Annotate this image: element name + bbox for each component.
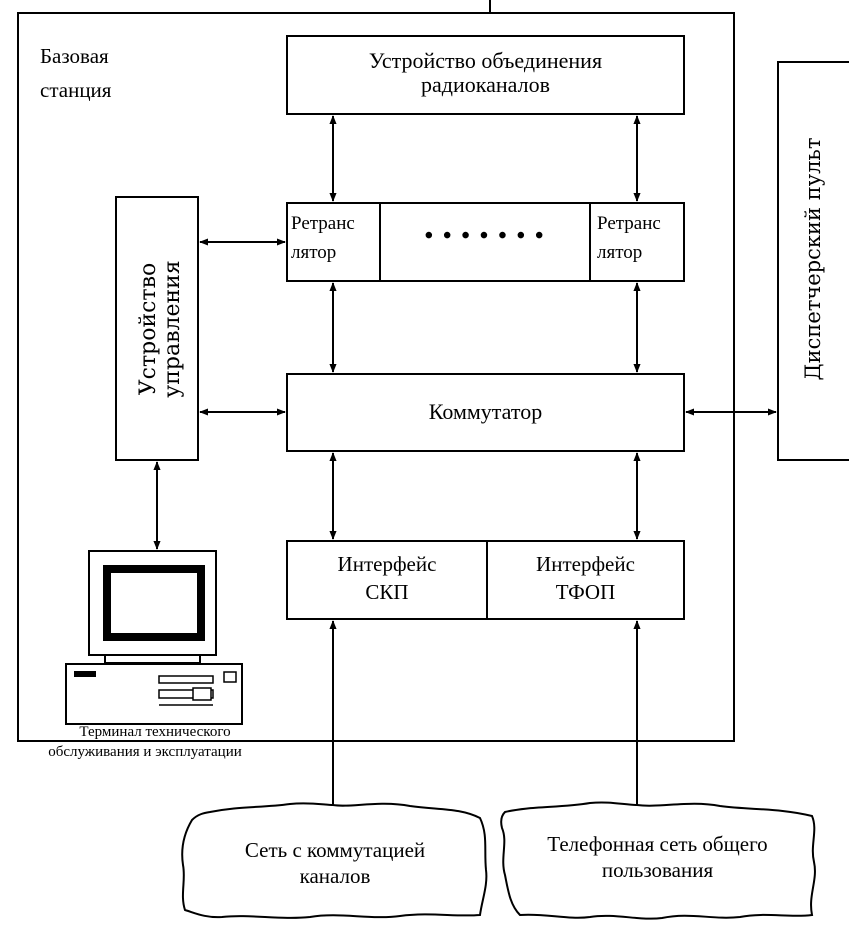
- network-circuit-line2: каналов: [299, 864, 371, 888]
- repeater-row-box: [286, 202, 685, 282]
- network-public-line1: Телефонная сеть общего: [547, 832, 768, 856]
- repeater-right-line1: Ретранс: [597, 213, 661, 234]
- dispatcher-label: Диспетчерский пульт: [801, 137, 825, 381]
- repeater-ellipsis: • • • • • • •: [424, 223, 546, 249]
- computer-terminal-icon: [65, 550, 243, 725]
- interface-skp-line2: СКП: [365, 580, 409, 604]
- control-unit-label-line2: управления: [160, 260, 185, 398]
- interface-skp-line1: Интерфейс: [337, 552, 437, 576]
- network-public-cloud: [500, 801, 816, 920]
- network-circuit-cloud: [181, 802, 488, 919]
- interface-row-box: [286, 540, 685, 620]
- interface-tfop-line1: Интерфейс: [536, 552, 635, 576]
- control-unit-label: Устройство управления: [136, 199, 185, 459]
- switch-label: Коммутатор: [428, 399, 543, 424]
- switch-box: [286, 373, 685, 452]
- base-station-label-line2: станция: [40, 78, 112, 102]
- terminal-label-line2: обслуживания и эксплуатации: [48, 744, 242, 760]
- repeater-left-line2: лятор: [291, 242, 337, 263]
- base-station-label-line1: Базовая: [40, 44, 109, 68]
- terminal-label-line1: Терминал технического: [79, 724, 231, 740]
- interface-tfop-line2: ТФОП: [555, 580, 616, 604]
- radio-combiner-box: [286, 35, 685, 115]
- control-unit-label-line1: Устройство: [136, 262, 161, 396]
- control-unit-box: [115, 196, 199, 461]
- repeater-right-line2: лятор: [597, 242, 643, 263]
- network-public-line2: пользования: [601, 858, 714, 882]
- radio-combiner-label-line1: Устройство объединения: [368, 48, 603, 73]
- network-circuit-line1: Сеть с коммутацией: [244, 838, 426, 862]
- dispatcher-box: [777, 61, 849, 461]
- repeater-left-line1: Ретранс: [291, 213, 355, 234]
- base-station-frame: [17, 12, 735, 742]
- radio-combiner-label-line2: радиоканалов: [421, 72, 550, 97]
